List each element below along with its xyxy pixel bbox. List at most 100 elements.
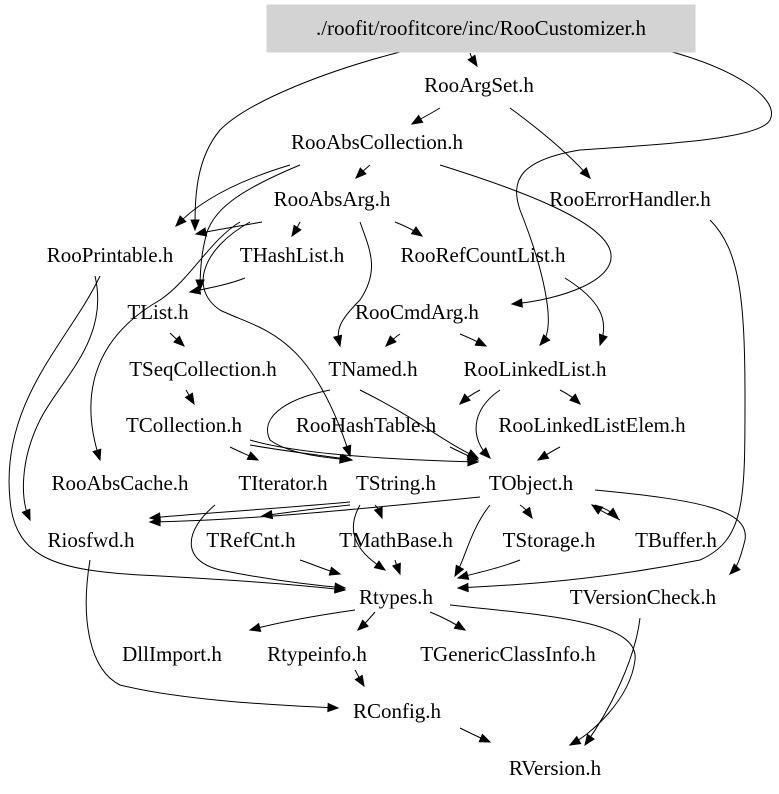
node-TString[interactable]: TString.h	[356, 471, 436, 495]
node-TNamed[interactable]: TNamed.h	[328, 357, 418, 381]
node-RooErrorHandler[interactable]: RooErrorHandler.h	[549, 187, 711, 211]
arrowhead-edge-Rtypes-TGenericClassInfo	[453, 620, 467, 631]
node-TObject[interactable]: TObject.h	[489, 471, 574, 495]
edge-RooAbsArg-TNamed	[337, 221, 373, 347]
edge-TVersionCheck-RVersion	[584, 617, 641, 746]
edge-RooAbsCollection-RooCmdArg	[439, 164, 612, 305]
arrowhead-edge-RooAbsArg-TString	[342, 444, 352, 458]
arrowhead-edge-RooCustomizer-RooPrintable	[190, 219, 200, 232]
arrowhead-edge-TObject-Riosfwd	[148, 517, 161, 527]
arrowhead-edge-TNamed-TString	[339, 454, 352, 464]
arrowhead-edge-RooAbsArg-RooRefCountList	[410, 226, 424, 237]
arrowhead-edge-RConfig-RVersion	[478, 733, 492, 743]
arrowhead-edge-TSeqCollection-TCollection	[184, 392, 195, 406]
edge-RooPrintable-Riosfwd	[23, 275, 99, 521]
arrowhead-edge-TObject-TBuffer	[606, 507, 620, 519]
arrowhead-edge-THashList-TList	[188, 285, 202, 295]
node-DllImport[interactable]: DllImport.h	[122, 642, 222, 666]
arrowhead-edge-RooAbsCollection-RooPrintable	[175, 215, 187, 227]
arrowhead-edge-RooCmdArg-RooLinkedList	[474, 337, 488, 347]
arrowhead-edge-RooCmdArg-TNamed	[385, 335, 397, 347]
node-RooHashTable[interactable]: RooHashTable.h	[296, 413, 437, 437]
arrowhead-edge-RooAbsArg-RooAbsCache	[92, 448, 102, 462]
node-TIterator[interactable]: TIterator.h	[238, 471, 328, 495]
node-RVersion[interactable]: RVersion.h	[509, 756, 602, 780]
root-node-box[interactable]	[266, 4, 696, 53]
arrowhead-edge-TList-TSeqCollection	[173, 335, 185, 347]
node-TBuffer[interactable]: TBuffer.h	[635, 528, 717, 552]
arrowhead-edge-TString-Rtypes	[373, 560, 387, 571]
node-RooAbsCache[interactable]: RooAbsCache.h	[51, 471, 189, 495]
arrowhead-edge-TMathBase-Rtypes	[391, 562, 401, 576]
arrowhead-edge-TObject-TStorage	[522, 506, 533, 520]
arrowhead-edge-TString-TMathBase	[373, 506, 383, 520]
arrowhead-edge-TCollection-TIterator	[246, 451, 260, 461]
edge-Rtypes-RVersion	[449, 604, 636, 746]
arrowhead-edge-RooAbsCollection-RooAbsArg	[355, 167, 367, 179]
node-RooLinkedListElem[interactable]: RooLinkedListElem.h	[498, 413, 686, 437]
arrowhead-edge-RooLinkedList-RooLinkedListElem	[569, 393, 581, 405]
node-TRefCnt[interactable]: TRefCnt.h	[206, 528, 296, 552]
arrowhead-edge-RooCustomizer-RooArgSet	[467, 54, 478, 68]
arrowhead-edge-RooErrorHandler-Rtypes	[456, 582, 469, 593]
node-Riosfwd[interactable]: Riosfwd.h	[48, 528, 135, 552]
arrowhead-edge-RooAbsArg-RooPrintable	[194, 227, 208, 237]
edge-RooArgSet-RooErrorHandler	[509, 107, 591, 179]
node-RooArgSet[interactable]: RooArgSet.h	[424, 73, 534, 97]
edge-TObject-Riosfwd	[149, 496, 481, 523]
edge-RooCustomizer-RooLinkedList	[516, 49, 772, 346]
arrowhead-edge-RooLinkedList-TObject	[479, 447, 491, 459]
edge-Riosfwd-RConfig	[85, 559, 339, 709]
node-TGenericClassInfo[interactable]: TGenericClassInfo.h	[420, 642, 596, 666]
arrowhead-edge-RooHashTable-TObject	[466, 451, 480, 461]
arrowhead-edge-RooArgSet-RooErrorHandler	[579, 167, 591, 180]
node-RooLinkedList[interactable]: RooLinkedList.h	[464, 357, 607, 381]
edge-RooErrorHandler-Rtypes	[457, 219, 746, 589]
node-Rtypeinfo[interactable]: Rtypeinfo.h	[267, 642, 367, 666]
arrowhead-edge-TObject-Rtypes	[454, 564, 465, 578]
arrowhead-edge-RooRefCountList-RooLinkedList	[598, 333, 608, 347]
arrowhead-edge-Rtypes-DllImport	[248, 622, 262, 632]
node-TCollection[interactable]: TCollection.h	[126, 413, 243, 437]
node-RooAbsArg[interactable]: RooAbsArg.h	[274, 187, 391, 211]
edge-RooLinkedList-TObject	[475, 389, 501, 459]
node-RooCmdArg[interactable]: RooCmdArg.h	[355, 300, 479, 324]
node-RConfig[interactable]: RConfig.h	[353, 699, 442, 723]
node-TVersionCheck[interactable]: TVersionCheck.h	[570, 585, 717, 609]
node-THashList[interactable]: THashList.h	[240, 243, 345, 267]
edge-TObject-TVersionCheck	[594, 489, 746, 575]
edge-RooAbsArg-TString	[202, 221, 351, 457]
arrowhead-edge-TBuffer-TObject	[590, 504, 604, 515]
node-TList[interactable]: TList.h	[127, 300, 189, 324]
node-TMathBase[interactable]: TMathBase.h	[339, 528, 453, 552]
edge-TCollection-TObject	[249, 439, 479, 463]
node-RooRefCountList[interactable]: RooRefCountList.h	[400, 243, 566, 267]
node-RooAbsCollection[interactable]: RooAbsCollection.h	[291, 130, 464, 154]
edge-RooCustomizer-RooPrintable	[194, 51, 401, 231]
node-TSeqCollection[interactable]: TSeqCollection.h	[129, 357, 277, 381]
arrowhead-edge-RooAbsCollection-TList	[195, 279, 205, 292]
arrowhead-edge-TStorage-Rtypes	[456, 570, 470, 580]
arrowhead-edge-RooArgSet-RooAbsCollection	[410, 114, 424, 125]
node-RooCustomizer[interactable]: ./roofit/roofitcore/inc/RooCustomizer.h	[316, 16, 647, 40]
arrowhead-edge-Rtypes-RVersion	[568, 735, 582, 746]
edge-Rtypes-DllImport	[249, 609, 356, 631]
arrowhead-edge-TIterator-Rtypes	[334, 582, 347, 592]
arrowhead-edge-RooAbsCollection-RooCmdArg	[510, 298, 523, 308]
edge-RooAbsArg-RooAbsCache	[90, 221, 241, 461]
edge-TObject-Rtypes	[454, 504, 491, 577]
node-Rtypes[interactable]: Rtypes.h	[359, 585, 434, 609]
nodes-layer: ./roofit/roofitcore/inc/RooCustomizer.h …	[47, 4, 717, 780]
edge-TString-Riosfwd	[149, 501, 351, 519]
arrowhead-edge-RooAbsArg-TNamed	[332, 334, 343, 348]
arrowhead-edge-Riosfwd-RConfig	[327, 702, 340, 713]
node-RooPrintable[interactable]: RooPrintable.h	[47, 243, 174, 267]
arrowhead-edge-RooPrintable-Riosfwd	[21, 508, 31, 522]
arrowhead-edge-TString-TRefCnt	[260, 509, 274, 520]
arrowhead-edge-RooCustomizer-RooLinkedList	[539, 334, 551, 347]
arrowhead-edge-TRefCnt-Rtypes	[328, 566, 342, 576]
arrowhead-edge-TVersionCheck-RVersion	[584, 733, 595, 747]
node-TStorage[interactable]: TStorage.h	[503, 528, 596, 552]
edge-RooAbsCollection-RooPrintable	[175, 164, 291, 227]
arrowhead-edge-RooAbsArg-THashList	[291, 224, 302, 238]
